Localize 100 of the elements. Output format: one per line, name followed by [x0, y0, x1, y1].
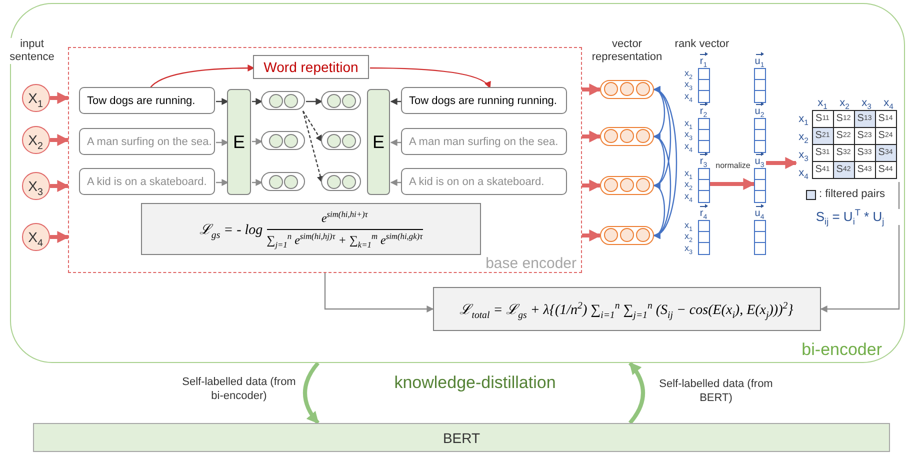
arrow — [216, 179, 229, 186]
input-label: X$_{4}$ — [28, 228, 43, 244]
arrow — [302, 110, 322, 142]
process-box — [253, 55, 369, 79]
arrow — [766, 157, 798, 169]
formula-text: ℒ$_{gs}$ = - log — [199, 222, 263, 239]
embedding-capsule — [321, 172, 361, 191]
arrow — [390, 98, 402, 105]
input-label: X$_{2}$ — [28, 132, 43, 148]
sentence-box — [401, 168, 567, 195]
arrow — [150, 64, 255, 88]
sentence-box — [401, 128, 567, 155]
edge-label: normalize — [713, 161, 753, 171]
vector-capsule — [600, 126, 654, 146]
model-band — [33, 423, 890, 452]
sentence-box — [401, 87, 567, 114]
sentence-box — [79, 168, 215, 195]
column-header: x$_{4}$ — [882, 96, 894, 110]
vector-label: u$_{1}$ — [754, 52, 766, 66]
arrow — [370, 67, 490, 89]
model-label: BERT — [442, 430, 480, 446]
encoder-block — [367, 89, 390, 195]
embedding-capsule — [261, 131, 305, 150]
arrow — [582, 230, 602, 242]
arrow — [582, 180, 602, 192]
arrow — [302, 110, 324, 184]
row-label: x$_{4}$ — [684, 90, 693, 102]
formula-text: ℒ$_{total}$ = ℒ$_{gs}$ + λ{(1/n$^{2}$) ∑$_{i=1}$$^{n}$ ∑$_{j=1}$$^{n}$ (S$_{ij}$ − cos(E(x$_{i}$), E(x$_{j}$)))$^{2}$} — [460, 298, 794, 318]
input-label: X$_{3}$ — [28, 178, 43, 194]
arrow — [216, 139, 229, 146]
region-label: bi-encoder — [802, 340, 882, 360]
arrow — [390, 179, 402, 186]
column-header: x$_{2}$ — [838, 96, 850, 110]
input-label: X$_{1}$ — [28, 90, 43, 106]
embedding-capsule — [321, 131, 361, 150]
row-header: x$_{2}$ — [798, 130, 810, 144]
sentence-text: A kid is on a skateboard. — [87, 176, 207, 188]
vector-label: r$_{4}$ — [698, 204, 710, 218]
arrow — [50, 92, 70, 104]
arrow — [252, 98, 263, 105]
formula-box — [432, 286, 820, 330]
input-circle — [22, 172, 50, 200]
row-label: x$_{2}$ — [684, 179, 693, 190]
vector-label: u$_{2}$ — [754, 102, 766, 116]
region-label: base encoder — [486, 254, 576, 272]
arrow — [628, 362, 645, 424]
encoder-label: E — [232, 132, 245, 152]
sentence-box — [79, 87, 215, 114]
vector-label: u$_{4}$ — [754, 204, 766, 218]
row-label: x$_{3}$ — [684, 79, 693, 90]
vector-capsule — [600, 176, 654, 194]
column-header: x$_{1}$ — [816, 96, 828, 110]
arrow — [653, 88, 678, 236]
arrow — [252, 138, 263, 145]
arrow — [252, 179, 263, 186]
arrow — [50, 231, 70, 243]
arrow — [50, 134, 70, 146]
row-label: x$_{4}$ — [684, 140, 693, 152]
sentence-text: Tow dogs are running running. — [409, 94, 557, 106]
arrow — [710, 178, 756, 190]
arrow — [582, 130, 602, 142]
vector-label: r$_{2}$ — [698, 102, 710, 116]
input-circle — [22, 126, 50, 154]
sentence-box — [79, 128, 215, 155]
embedding-capsule — [321, 91, 361, 110]
arrow — [390, 139, 402, 146]
formula-denominator: ∑$_{j=1}$$^{n}$ e$^{sim(hi,hj)τ}$ + ∑$_{k=1}$$^{m}$ e$^{sim(hi,gk)τ}$ — [266, 228, 423, 248]
arrow — [303, 362, 320, 424]
row-label: x$_{4}$ — [684, 190, 693, 202]
column-header: x$_{3}$ — [860, 96, 872, 110]
formula-numerator: e$^{sim(hi,hi+)τ}$ — [321, 210, 368, 226]
row-header: x$_{4}$ — [798, 166, 810, 180]
region-outline — [10, 3, 905, 363]
arrow — [50, 180, 70, 192]
row-label: x$_{2}$ — [684, 68, 693, 78]
arrow — [653, 184, 666, 237]
input-circle — [22, 84, 50, 112]
embedding-capsule — [261, 91, 305, 110]
sentence-text: Tow dogs are running. — [87, 94, 196, 106]
formula-box — [141, 203, 481, 255]
arrow — [820, 182, 900, 312]
vector-capsule — [600, 226, 654, 244]
row-header: x$_{3}$ — [798, 148, 810, 162]
legend-text: : filtered pairs — [819, 188, 886, 200]
sentence-text: A man surfing on the sea. — [87, 136, 212, 148]
operation-label: Word repetition — [264, 59, 358, 75]
arrow — [324, 273, 434, 312]
encoder-label: E — [372, 132, 384, 152]
vector-label: r$_{1}$ — [698, 52, 710, 66]
arrow — [216, 98, 229, 105]
vector-label: r$_{3}$ — [698, 152, 710, 166]
sentence-text: A kid is on on a skateboard. — [409, 176, 544, 188]
row-label: x$_{1}$ — [684, 168, 693, 178]
row-label: x$_{3}$ — [684, 242, 693, 254]
sentence-text: A man man surfing on the sea. — [409, 136, 558, 148]
row-label: x$_{3}$ — [684, 129, 693, 140]
arrow — [306, 98, 323, 105]
row-label: x$_{2}$ — [684, 231, 693, 242]
vector-capsule — [600, 80, 654, 98]
encoder-region — [68, 46, 582, 272]
